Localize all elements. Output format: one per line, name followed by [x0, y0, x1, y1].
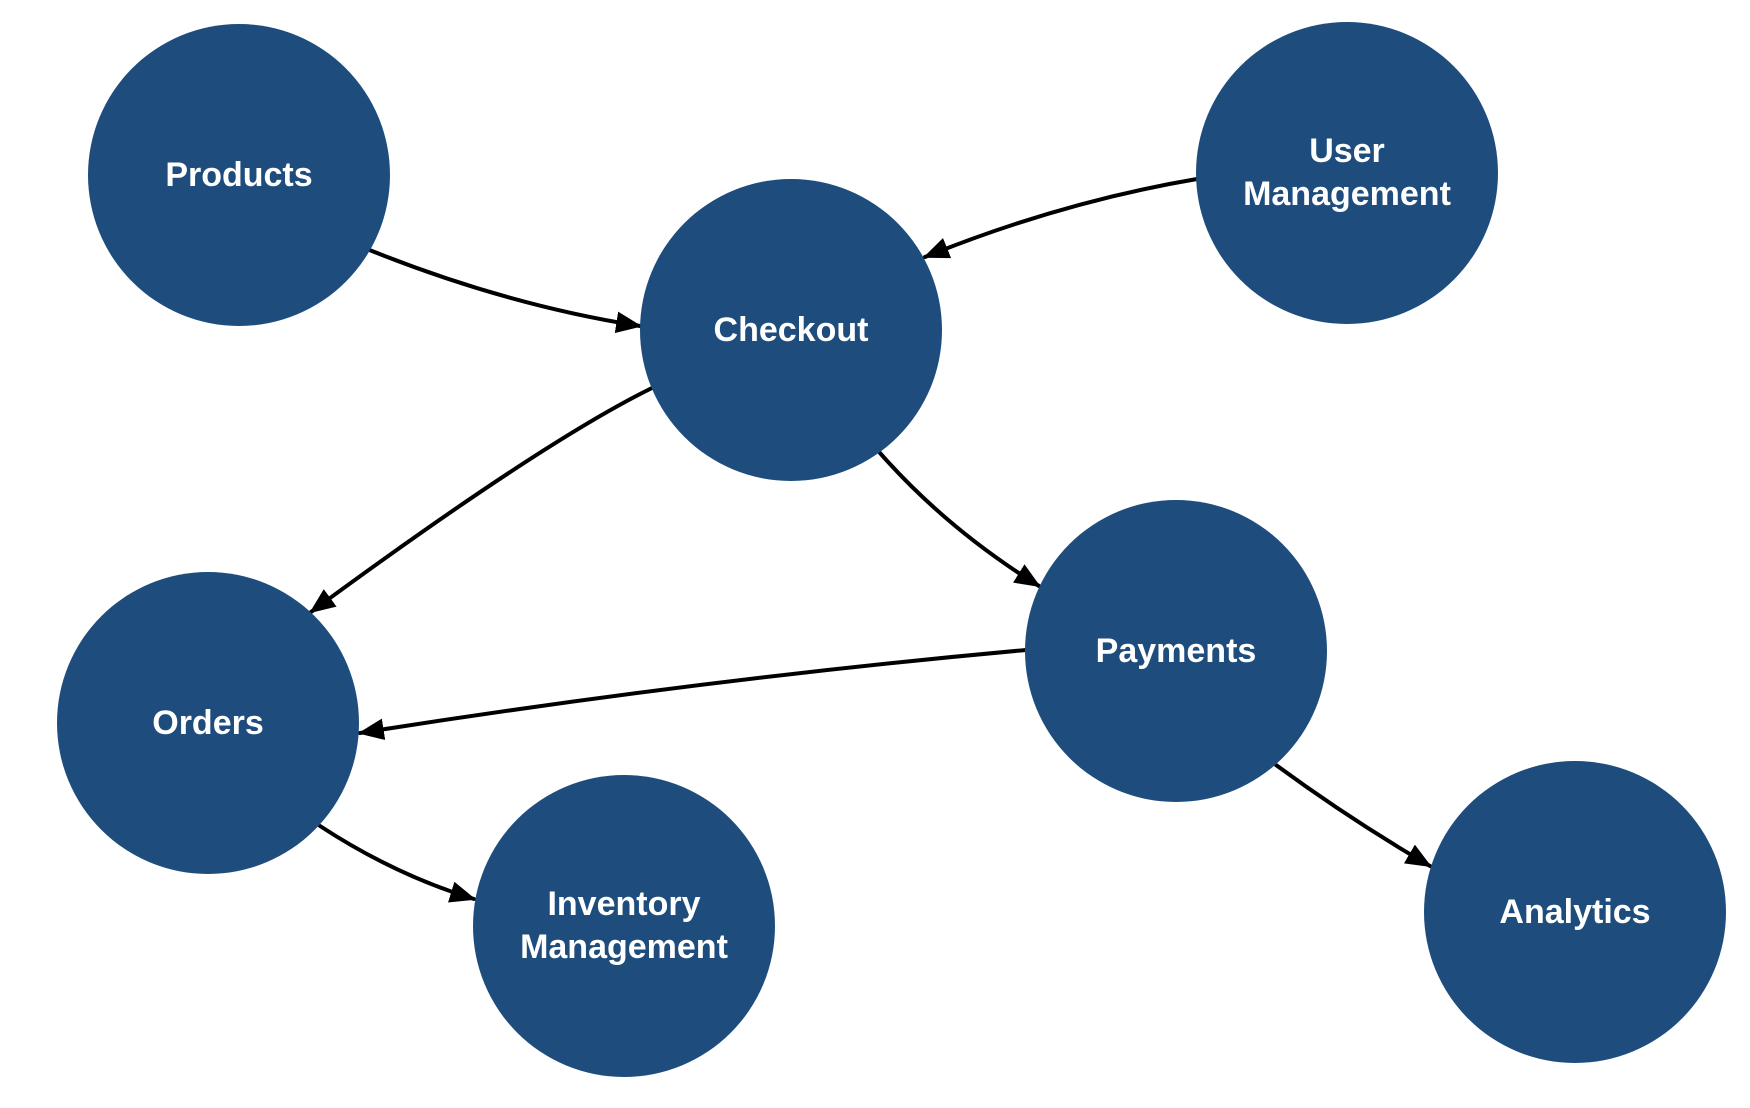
- node-inventory-management: Inventory Management: [473, 775, 775, 1077]
- node-orders: Orders: [57, 572, 359, 874]
- node-user-management: User Management: [1196, 22, 1498, 324]
- edge-payments-analytics: [1274, 763, 1432, 868]
- edge-user-management-checkout: [922, 177, 1199, 259]
- edges-group: [309, 177, 1432, 903]
- node-user-management-label: User Management: [1243, 132, 1451, 213]
- node-inventory-management-label: Inventory Management: [520, 885, 728, 966]
- node-checkout-label: Checkout: [713, 310, 869, 349]
- edge-orders-inventory-management: [318, 824, 477, 903]
- edge-checkout-payments: [878, 451, 1041, 588]
- edge-products-checkout: [365, 247, 643, 334]
- node-checkout: Checkout: [640, 179, 942, 481]
- node-products-label: Products: [165, 155, 313, 194]
- node-analytics-label: Analytics: [1499, 892, 1651, 931]
- node-analytics: Analytics: [1424, 761, 1726, 1063]
- node-payments-label: Payments: [1095, 631, 1257, 670]
- node-orders-label: Orders: [152, 703, 264, 742]
- node-products: Products: [88, 24, 390, 326]
- edge-checkout-orders: [309, 386, 654, 614]
- node-payments: Payments: [1025, 500, 1327, 802]
- edge-payments-orders: [357, 648, 1028, 740]
